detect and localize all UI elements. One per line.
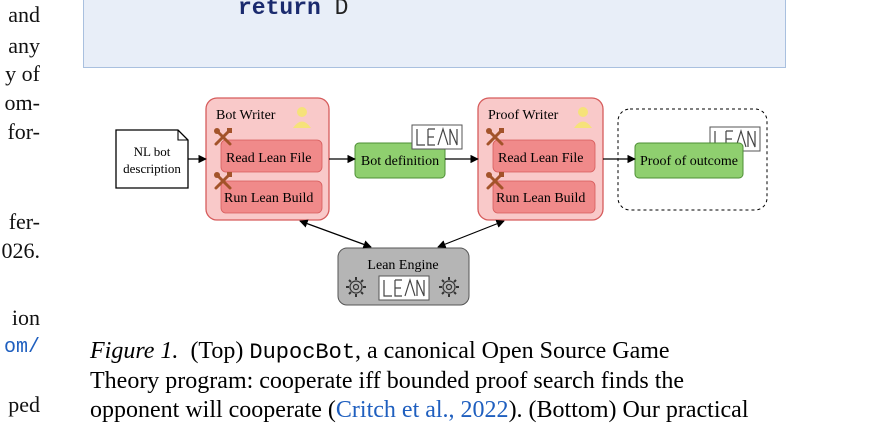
nl-bot-label-2: description bbox=[123, 161, 181, 176]
bot-writer-tool-read-label: Read Lean File bbox=[226, 151, 312, 166]
pipeline-diagram: NL bot description Bot Writer Read Lean … bbox=[115, 97, 768, 306]
proof-writer-box: Proof Writer Read Lean File Run Lean Bui… bbox=[477, 97, 604, 221]
bot-writer-title: Bot Writer bbox=[216, 108, 276, 123]
arrow bbox=[299, 219, 372, 249]
bot-writer-box: Bot Writer Read Lean File Run Lean Build bbox=[205, 97, 330, 221]
code-keyword: return bbox=[238, 0, 321, 21]
left-text-line: y of bbox=[5, 61, 40, 86]
bot-definition-node: Bot definition bbox=[354, 124, 463, 179]
bot-writer-tool-build-label: Run Lean Build bbox=[224, 191, 313, 206]
lean-engine-box: Lean Engine bbox=[337, 247, 470, 306]
left-text-line: any bbox=[8, 33, 40, 58]
nl-bot-label-1: NL bot bbox=[134, 144, 171, 159]
lean-engine-title: Lean Engine bbox=[367, 258, 438, 273]
bot-definition-label: Bot definition bbox=[361, 154, 439, 169]
caption-line-2: Theory program: cooperate iff bounded pr… bbox=[90, 368, 685, 394]
code-rest: D bbox=[320, 0, 349, 21]
caption-text: opponent will cooperate ( bbox=[90, 397, 336, 423]
code-listing: return D bbox=[83, 0, 786, 68]
caption-text: , a canonical Open Source Game bbox=[355, 338, 670, 364]
code-line: return D bbox=[238, 0, 348, 21]
caption-text: ). (Bottom) Our practical bbox=[508, 397, 749, 423]
proof-of-outcome-label: Proof of outcome bbox=[640, 154, 738, 169]
citation-link[interactable]: Critch et al., 2022 bbox=[335, 397, 509, 423]
arrow bbox=[437, 219, 505, 249]
nl-bot-document: NL bot description bbox=[115, 129, 189, 189]
lean-logo bbox=[378, 275, 430, 301]
caption-text: (Top) bbox=[190, 338, 250, 364]
arrows bbox=[188, 154, 636, 249]
proof-of-outcome-group: Proof of outcome bbox=[617, 108, 768, 211]
left-text-link[interactable]: om/ bbox=[3, 336, 40, 359]
caption-line-3: opponent will cooperate (Critch et al., … bbox=[90, 396, 792, 425]
proof-writer-tool-read-label: Read Lean File bbox=[498, 151, 584, 166]
proof-writer-tool-build bbox=[492, 180, 596, 214]
left-text-line: om- bbox=[4, 90, 40, 115]
proof-writer-tool-build-label: Run Lean Build bbox=[496, 191, 585, 206]
caption-line-1: Figure 1. (Top) DupocBot, a canonical Op… bbox=[90, 337, 792, 367]
bot-writer-tool-read bbox=[220, 139, 323, 173]
figure-caption: Figure 1. (Top) DupocBot, a canonical Op… bbox=[90, 337, 792, 423]
left-text-line: 026. bbox=[1, 238, 41, 263]
left-column-text: and any y of om- for- fer- 026. ion om/ … bbox=[0, 0, 44, 417]
proof-writer-tool-read bbox=[492, 139, 596, 173]
proof-writer-title: Proof Writer bbox=[488, 108, 559, 123]
left-text-line: for- bbox=[7, 119, 40, 144]
left-text-line: fer- bbox=[8, 209, 40, 234]
caption-code: DupocBot bbox=[249, 340, 356, 365]
left-text-line: and bbox=[8, 2, 40, 27]
left-text-line: ion bbox=[11, 305, 40, 330]
bot-writer-tool-build bbox=[220, 180, 323, 214]
left-text-line: ped bbox=[8, 392, 40, 417]
figure-label: Figure 1. bbox=[90, 338, 179, 364]
lean-logo bbox=[411, 124, 463, 150]
